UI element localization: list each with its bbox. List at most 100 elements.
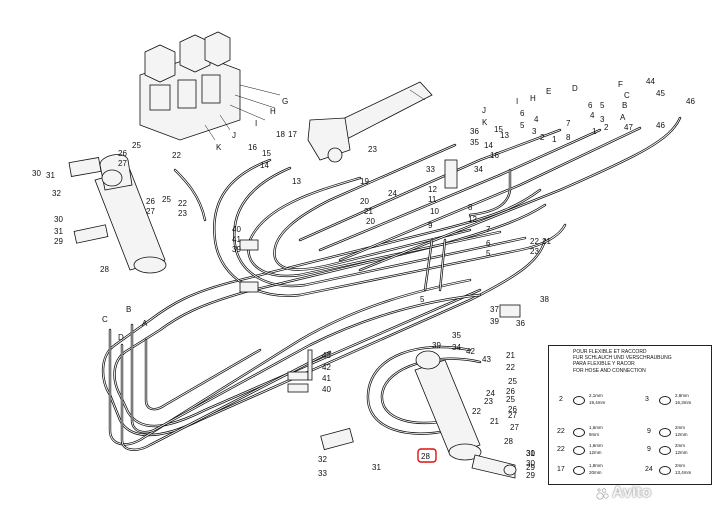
avito-logo-icon: [596, 488, 609, 500]
right-lift-cylinder: [320, 350, 517, 479]
svg-text:2: 2: [540, 133, 545, 142]
svg-text:2: 2: [604, 123, 609, 132]
svg-text:36: 36: [516, 319, 525, 328]
svg-text:42: 42: [466, 347, 475, 356]
svg-text:27: 27: [146, 207, 155, 216]
svg-text:23: 23: [484, 397, 493, 406]
svg-text:29: 29: [526, 471, 535, 480]
svg-text:7: 7: [486, 225, 491, 234]
svg-text:34: 34: [452, 343, 461, 352]
svg-text:25: 25: [508, 377, 517, 386]
labels-upper-right: J K I H E D F C B A 14 15 16 13 6 5 4 3 …: [470, 77, 695, 160]
svg-text:29: 29: [526, 463, 535, 472]
labels-upper-center: 18 17 16 15 14 13 40 41 39: [232, 130, 301, 254]
svg-text:8: 8: [468, 203, 473, 212]
svg-text:13: 13: [500, 131, 509, 140]
svg-text:32: 32: [318, 455, 327, 464]
svg-text:5: 5: [420, 295, 425, 304]
svg-text:34: 34: [474, 165, 483, 174]
svg-text:27: 27: [508, 411, 517, 420]
labels-left-cylinder: 30 31 32 26 27 25 22 26 27 25 30 31 29 2…: [32, 141, 187, 274]
svg-text:20: 20: [366, 217, 375, 226]
svg-text:41: 41: [322, 374, 331, 383]
legend-entry-id: 17: [557, 466, 565, 473]
o-ring-icon: [573, 466, 585, 475]
svg-text:21: 21: [542, 237, 551, 246]
svg-text:10: 10: [430, 207, 439, 216]
svg-text:23: 23: [530, 247, 539, 256]
svg-text:31: 31: [46, 171, 55, 180]
svg-text:46: 46: [686, 97, 695, 106]
svg-text:A: A: [142, 319, 148, 328]
svg-text:29: 29: [54, 237, 63, 246]
hose-left-short: [173, 168, 512, 222]
svg-text:I: I: [516, 97, 518, 106]
svg-text:43: 43: [322, 351, 331, 360]
svg-text:41: 41: [232, 235, 241, 244]
svg-text:25: 25: [506, 395, 515, 404]
svg-text:30: 30: [526, 459, 535, 468]
avito-watermark: Avito: [612, 484, 652, 501]
svg-text:28: 28: [504, 437, 513, 446]
hose-bundle-large: [101, 188, 547, 451]
legend-entry-id: 2: [559, 396, 563, 403]
svg-text:H: H: [530, 94, 536, 103]
svg-text:24: 24: [388, 189, 397, 198]
svg-text:C: C: [102, 315, 108, 324]
o-ring-icon: [573, 446, 585, 455]
svg-text:5: 5: [486, 249, 491, 258]
label-h: H: [270, 107, 276, 116]
legend-entry-id: 22: [557, 446, 565, 453]
svg-text:28: 28: [100, 265, 109, 274]
svg-text:4: 4: [590, 111, 595, 120]
svg-text:6: 6: [520, 109, 525, 118]
callout-28[interactable]: 28: [417, 448, 437, 463]
svg-text:46: 46: [656, 121, 665, 130]
labels-bottom-center: 43 42 41 40 38 37 39 36 39 35 34 42 43 3…: [318, 295, 549, 480]
clamp-brackets: [239, 159, 521, 393]
labels-bottom-right: 24 25 26 27 22 23 21: [472, 377, 517, 426]
svg-text:26: 26: [118, 149, 127, 158]
label-g: G: [282, 97, 288, 106]
svg-text:39: 39: [232, 245, 241, 254]
svg-text:B: B: [622, 101, 627, 110]
svg-text:6: 6: [486, 239, 491, 248]
legend-entry-id: 22: [557, 428, 565, 435]
o-ring-icon: [659, 396, 671, 405]
svg-text:15: 15: [494, 125, 503, 134]
labels-hose-ends: B C D A: [102, 305, 148, 342]
svg-text:25: 25: [162, 195, 171, 204]
hose-vertical-center: [423, 238, 447, 292]
svg-text:20: 20: [360, 197, 369, 206]
svg-text:35: 35: [452, 331, 461, 340]
svg-text:D: D: [572, 84, 578, 93]
svg-text:4: 4: [534, 115, 539, 124]
legend-entry-id: 3: [645, 396, 649, 403]
svg-text:32: 32: [52, 189, 61, 198]
svg-text:22: 22: [530, 237, 539, 246]
svg-text:19: 19: [360, 177, 369, 186]
svg-text:22: 22: [472, 407, 481, 416]
svg-text:26: 26: [146, 197, 155, 206]
svg-text:33: 33: [426, 165, 435, 174]
svg-text:27: 27: [118, 159, 127, 168]
svg-text:6: 6: [588, 101, 593, 110]
svg-text:3: 3: [600, 115, 605, 124]
svg-text:37: 37: [490, 305, 499, 314]
svg-text:47: 47: [624, 123, 633, 132]
legend-entry-id: 9: [647, 428, 651, 435]
svg-text:31: 31: [526, 449, 535, 458]
svg-text:7: 7: [566, 119, 571, 128]
svg-text:31: 31: [372, 463, 381, 472]
svg-text:13: 13: [292, 177, 301, 186]
svg-text:1: 1: [552, 135, 557, 144]
svg-text:21: 21: [364, 207, 373, 216]
svg-text:18: 18: [276, 130, 285, 139]
hose-loop-bottom: [366, 345, 482, 435]
svg-text:3: 3: [532, 127, 537, 136]
control-valve-block: [139, 31, 281, 141]
labels-center: 23 19 20 21 20 24 33 34 12 11 10 9 8 12 …: [360, 145, 551, 304]
legend-title: POUR FLEXIBLE ET RACCORD FUR SCHLAUCH UN…: [573, 349, 672, 374]
label-k: K: [216, 143, 222, 152]
